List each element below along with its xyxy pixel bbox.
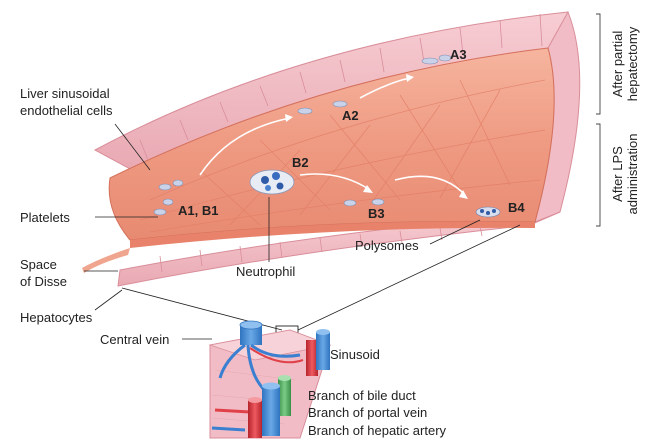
platelet xyxy=(333,101,347,107)
after-lps-line2: administration xyxy=(625,120,640,228)
polysomes-label: Polysomes xyxy=(355,238,419,253)
platelet xyxy=(372,199,384,205)
step-label-b4: B4 xyxy=(508,200,525,215)
platelet xyxy=(298,108,312,114)
after-lps-administration-label: After LPS administration xyxy=(610,120,642,228)
lsec-label-line2: endothelial cells xyxy=(20,103,113,118)
step-label-b3: B3 xyxy=(368,206,385,221)
space-of-disse-label-line1: Space xyxy=(20,257,57,272)
platelets-label: Platelets xyxy=(20,210,70,225)
sinusoid-label: Sinusoid xyxy=(330,347,380,362)
after-lps-line1: After LPS xyxy=(610,120,625,228)
neutrophil-cluster xyxy=(250,170,294,194)
step-label-a1b1: A1, B1 xyxy=(178,203,218,218)
platelet xyxy=(173,180,183,186)
portal-vein-label: Branch of portal vein xyxy=(308,405,427,420)
platelet xyxy=(344,200,356,206)
after-partial-line1: After partial xyxy=(610,14,625,114)
central-vein-label: Central vein xyxy=(100,332,169,347)
platelet xyxy=(163,199,173,205)
liver-lobule-block xyxy=(210,321,330,438)
bile-duct-label: Branch of bile duct xyxy=(308,388,416,403)
hepatic-artery-label: Branch of hepatic artery xyxy=(308,423,446,438)
after-partial-line2: hepatectomy xyxy=(625,14,640,114)
step-label-a3: A3 xyxy=(450,47,467,62)
side-brackets xyxy=(596,14,600,226)
step-label-b2: B2 xyxy=(292,155,309,170)
neutrophil-label: Neutrophil xyxy=(236,264,295,279)
platelet xyxy=(154,209,166,215)
platelet xyxy=(159,184,171,190)
platelet xyxy=(422,58,438,64)
space-of-disse-label-line2: of Disse xyxy=(20,274,67,289)
polysomes-cluster xyxy=(476,207,500,217)
after-partial-hepatectomy-label: After partial hepatectomy xyxy=(610,14,642,114)
step-label-a2: A2 xyxy=(342,108,359,123)
hepatocytes-label: Hepatocytes xyxy=(20,310,92,325)
lsec-label-line1: Liver sinusoidal xyxy=(20,86,110,101)
